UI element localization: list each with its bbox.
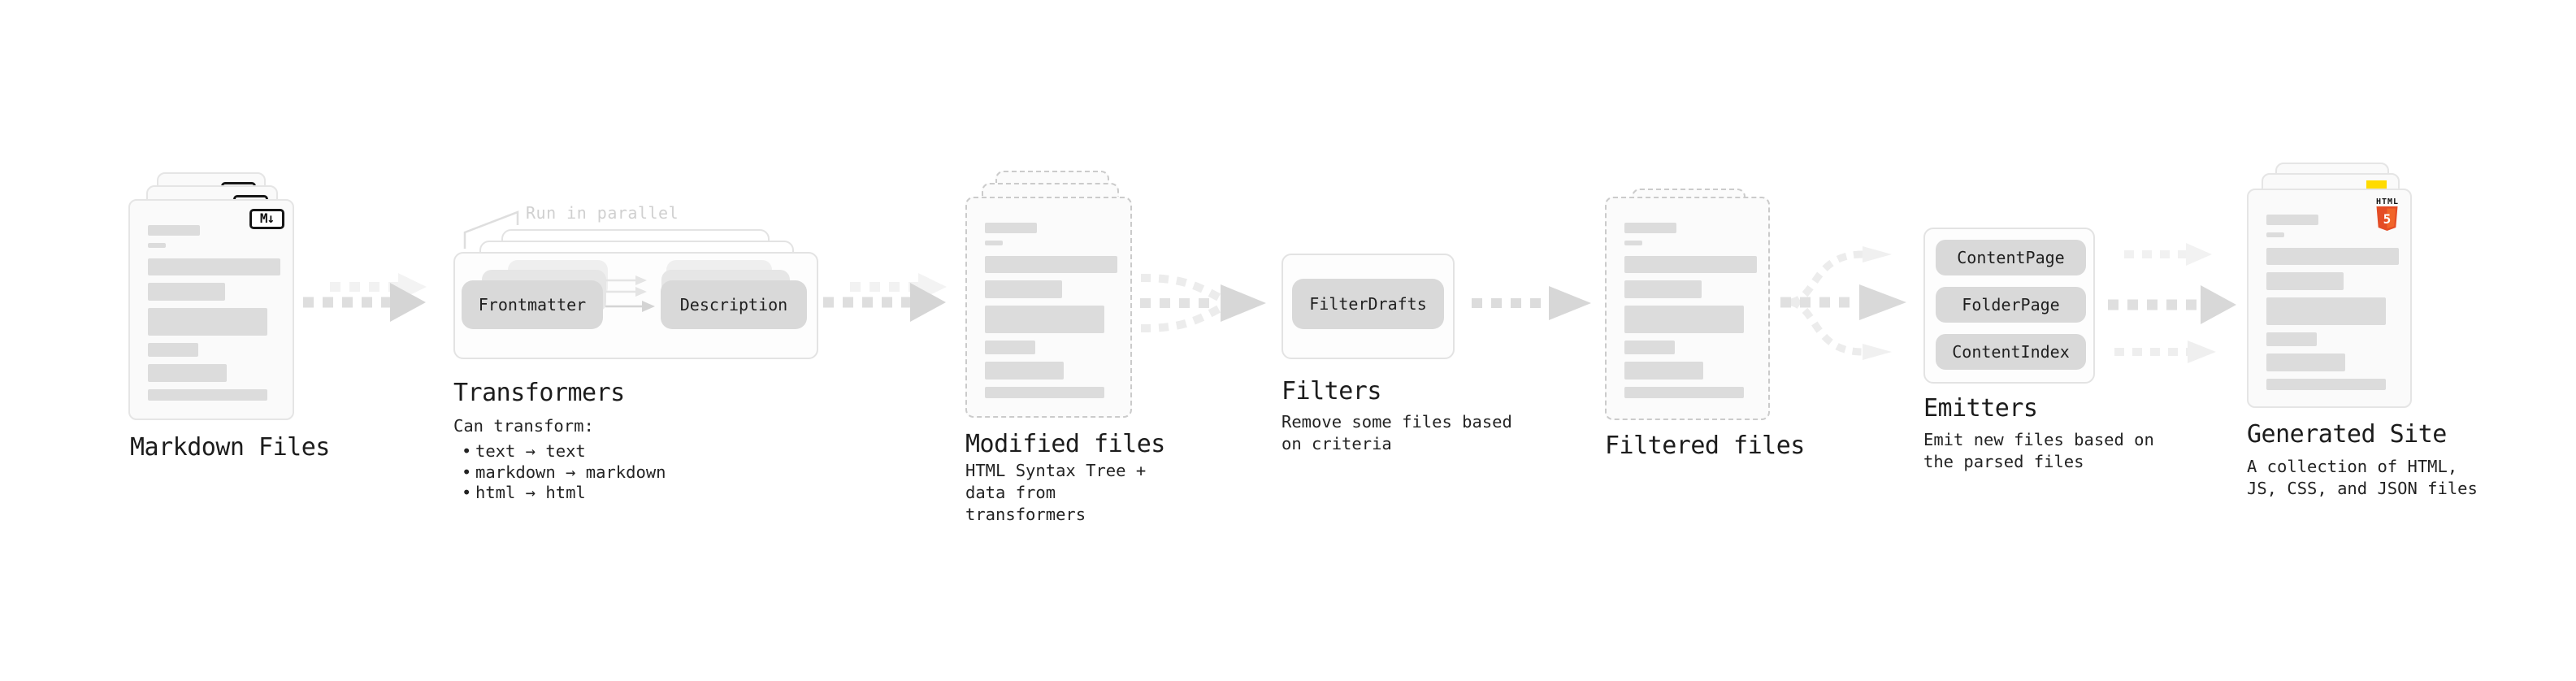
transformers-desc-heading: Can transform: [453, 416, 594, 436]
markdown-files-title: Markdown Files [130, 433, 330, 462]
filtered-files-title: Filtered files [1605, 432, 1805, 460]
capability-item: html → html [453, 483, 666, 504]
html5-icon-number: 5 [2383, 211, 2392, 227]
doc-skeleton-bars [2249, 190, 2410, 390]
stage-markdown-files: M↓ M↓ M↓ Markdown Files [128, 163, 340, 471]
emitters-box: ContentPage FolderPage ContentIndex [1923, 228, 2095, 384]
filters-title: Filters [1281, 377, 1381, 406]
filtered-doc-front [1605, 197, 1770, 420]
arrow-modified-to-filters-icon [1140, 274, 1266, 332]
parallel-arrows-icon [605, 275, 655, 312]
description-pill: Description [661, 280, 807, 329]
arrow-markdown-to-transformers-icon [303, 273, 427, 322]
frontmatter-pill: Frontmatter [462, 280, 603, 329]
modified-doc-front [965, 197, 1132, 418]
modified-files-title: Modified files [965, 430, 1165, 458]
doc-skeleton-bars [967, 198, 1130, 398]
contentpage-pill: ContentPage [1936, 240, 2086, 275]
emitters-desc: Emit new files based on the parsed files [1923, 430, 2154, 471]
markdown-doc-front: M↓ [128, 199, 294, 420]
doc-skeleton-bars [130, 201, 293, 401]
markdown-icon: M↓ [249, 209, 284, 229]
contentindex-pill: ContentIndex [1936, 334, 2086, 370]
generated-site-desc: A collection of HTML, JS, CSS, and JSON … [2247, 457, 2478, 498]
modified-files-desc: HTML Syntax Tree + data from transformer… [965, 461, 1147, 524]
arrow-emitters-to-generated-icon [2108, 243, 2236, 363]
transformers-capabilities: text → text markdown → markdown html → h… [453, 441, 666, 504]
filterdrafts-pill: FilterDrafts [1292, 279, 1444, 329]
transformers-title: Transformers [453, 379, 625, 407]
emitters-title: Emitters [1923, 394, 2038, 423]
run-in-parallel-note: Run in parallel [526, 203, 679, 223]
generated-doc-front: HTML 5 [2247, 189, 2412, 408]
html5-icon: HTML 5 [2376, 197, 2398, 234]
stage-filtered-files: Filtered files [1605, 189, 1816, 481]
arrow-transformers-to-modified-icon [823, 273, 947, 322]
generated-site-title: Generated Site [2247, 420, 2447, 449]
html5-shield: 5 [2376, 206, 2398, 231]
capability-item: markdown → markdown [453, 462, 666, 484]
html5-icon-wordmark: HTML [2376, 197, 2400, 206]
stage-generated-site: CSS HTML 5 Generated Site A collection o… [2247, 163, 2491, 520]
stage-emitters: ContentPage FolderPage ContentIndex Emit… [1923, 228, 2167, 488]
stage-modified-files: Modified files HTML Syntax Tree + data f… [965, 171, 1177, 524]
doc-skeleton-bars [1607, 198, 1768, 398]
arrow-filters-to-filtered-icon [1472, 286, 1591, 320]
capability-item: text → text [453, 441, 666, 462]
filters-desc: Remove some files based on criteria [1281, 412, 1512, 453]
arrow-filtered-to-emitters-icon [1780, 246, 1906, 360]
stage-filters: FilterDrafts Filters Remove some files b… [1281, 254, 1525, 465]
javascript-icon [2366, 180, 2387, 191]
parallel-bracket-line [463, 210, 519, 249]
folderpage-pill: FolderPage [1936, 287, 2086, 323]
stage-transformers: Run in parallel Frontmatter Description … [453, 202, 827, 543]
